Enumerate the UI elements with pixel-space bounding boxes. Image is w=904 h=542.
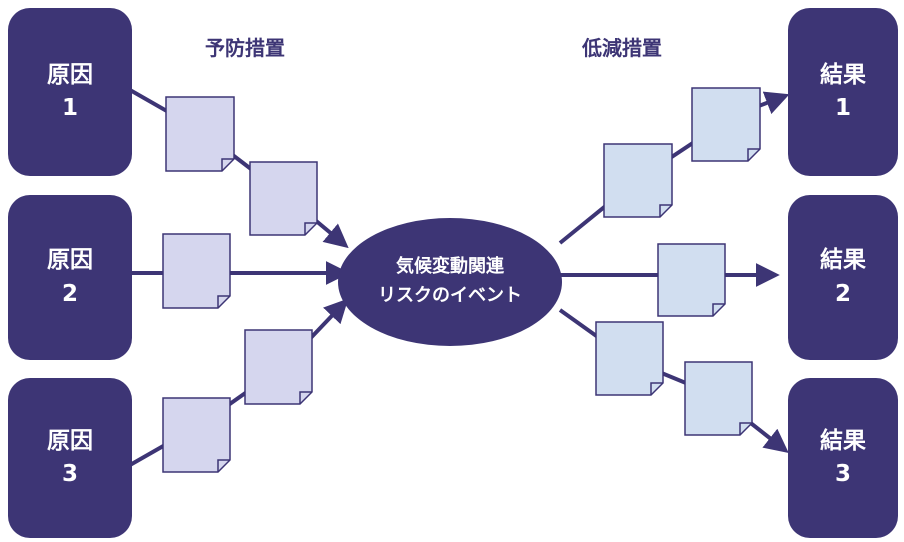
risk-event-ellipse: 気候変動関連 リスクのイベント [338,218,562,346]
preventive-measure-note [244,329,313,405]
mitigation-measures-title: 低減措置 [582,36,662,60]
event-label-line2: リスクのイベント [378,285,522,306]
result-box-1: 結果 1 [788,8,898,176]
result-label: 結果 [820,247,866,274]
preventive-measure-note [162,233,231,309]
preventive-measure-note [162,397,231,473]
mitigation-measure-note [603,143,673,218]
cause-label: 原因 [47,61,93,88]
mitigation-measure-note [691,87,761,162]
event-label-line1: 気候変動関連 [396,256,504,278]
cause-box-1: 原因 1 [8,8,132,176]
result-number: 2 [834,280,851,307]
preventive-measure-note [249,161,318,236]
cause-number: 1 [61,95,78,121]
cause-box-2: 原因 2 [8,195,132,360]
preventive-measures-title: 予防措置 [205,36,285,60]
result-box-3: 結果 3 [788,378,898,538]
mitigation-measure-note [684,361,753,436]
cause-box-3: 原因 3 [8,378,132,538]
result-number: 1 [834,95,851,121]
cause-label: 原因 [47,427,93,454]
result-label: 結果 [820,61,866,88]
preventive-measure-note [165,96,235,172]
result-box-2: 結果 2 [788,195,898,360]
mitigation-measure-note [595,321,664,396]
cause-label: 原因 [47,247,93,274]
result-number: 3 [834,461,851,487]
result-label: 結果 [820,427,866,454]
cause-number: 3 [61,461,78,487]
mitigation-measure-note [657,243,726,317]
cause-number: 2 [61,280,78,307]
